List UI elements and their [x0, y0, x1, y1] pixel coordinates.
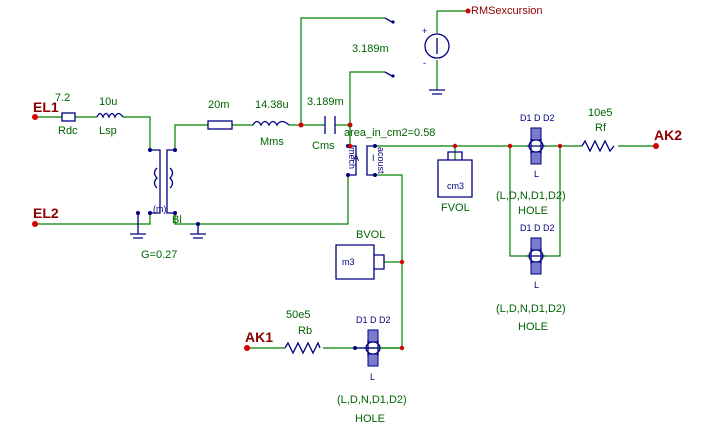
port-ak2-label: AK2	[654, 127, 682, 143]
rms-label: RMSexcursion	[471, 5, 543, 17]
hole-mid-name: HOLE	[518, 321, 548, 333]
node-dot	[399, 345, 405, 351]
resistor-rdc[interactable]: 7.2 Rdc	[55, 92, 78, 137]
inductor-mms[interactable]: 14.38u Mms	[252, 99, 290, 148]
bvol-unit: m3	[342, 257, 355, 267]
mms-value1: 20m	[208, 99, 229, 111]
lsp-value: 10u	[99, 96, 117, 108]
mms-value2: 14.38u	[255, 99, 289, 111]
source-plus: +	[422, 26, 427, 36]
hole-top-params: (L,D,N,D1,D2)	[496, 190, 566, 202]
node-dot	[452, 143, 458, 149]
hole-top-name: HOLE	[518, 205, 548, 217]
node-dot	[507, 143, 513, 149]
hole-bottom-pins: D1 D D2	[356, 315, 391, 325]
hole-bottom-params: (L,D,N,D1,D2)	[337, 394, 407, 406]
resistor-rf[interactable]: 10e5 Rf	[581, 107, 615, 153]
hole-element-bottom[interactable]: D1 D D2 L (L,D,N,D1,D2) HOLE	[337, 315, 407, 425]
lsp-name: Lsp	[99, 125, 117, 137]
voltage-source-rms[interactable]: + - RMSexcursion	[422, 5, 543, 95]
node-dot	[298, 122, 304, 128]
hole-top-l: L	[534, 169, 539, 179]
rb-value: 50e5	[286, 309, 310, 321]
transformer-bl[interactable]: (m) Bl G=0.27	[141, 148, 182, 261]
hole-element-top[interactable]: D1 D D2 L (L,D,N,D1,D2) HOLE	[496, 113, 566, 217]
node-dot	[399, 259, 405, 265]
port-ak1[interactable]: AK1	[244, 329, 273, 351]
area-acoust: acoust	[376, 147, 386, 174]
area-label: area_in_cm2=0.58	[344, 127, 435, 139]
port-ak2[interactable]: AK2	[653, 127, 682, 149]
hole-mid-pins: D1 D D2	[520, 223, 555, 233]
rb-name: Rb	[298, 325, 312, 337]
hole-top-pins: D1 D D2	[520, 113, 555, 123]
port-el2[interactable]: EL2	[32, 205, 59, 227]
rdc-value: 7.2	[55, 92, 70, 104]
node-dot	[557, 143, 563, 149]
inductor-lsp[interactable]: 10u Lsp	[96, 96, 124, 137]
fvol-name: FVOL	[441, 202, 470, 214]
port-el1[interactable]: EL1	[32, 99, 59, 120]
volume-bvol[interactable]: m3 BVOL	[335, 229, 385, 280]
source-minus: -	[423, 58, 426, 68]
bl-gain: G=0.27	[141, 249, 177, 261]
bl-unit: (m)	[153, 204, 167, 214]
probe-cms-value: 3.189m	[352, 43, 389, 55]
rf-value: 10e5	[588, 107, 612, 119]
volume-fvol[interactable]: cm3 FVOL	[437, 151, 473, 214]
hole-bottom-l: L	[370, 372, 375, 382]
hole-mid-params: (L,D,N,D1,D2)	[496, 303, 566, 315]
ground-symbol	[130, 211, 206, 239]
rf-name: Rf	[595, 122, 607, 134]
hole-mid-l: L	[534, 280, 539, 290]
bvol-name: BVOL	[356, 229, 385, 241]
capacitor-cms[interactable]: 3.189m Cms	[307, 96, 344, 152]
node-dot	[347, 143, 353, 149]
probe-top[interactable]	[384, 17, 395, 24]
hole-bottom-name: HOLE	[355, 413, 385, 425]
area-arrow-right: I	[372, 153, 375, 163]
resistor-rb[interactable]: 50e5 Rb	[284, 309, 321, 355]
mms-name: Mms	[260, 136, 284, 148]
hole-element-middle[interactable]: D1 D D2 L (L,D,N,D1,D2) HOLE	[496, 223, 566, 333]
transformer-area[interactable]: area_in_cm2=0.58 mech acoust A I	[344, 127, 435, 177]
rdc-name: Rdc	[58, 125, 78, 137]
port-el2-label: EL2	[33, 205, 59, 221]
resistor-mms[interactable]: 20m	[207, 99, 233, 130]
bl-name: Bl	[172, 214, 182, 226]
area-mech: mech	[347, 147, 357, 169]
port-el1-label: EL1	[33, 99, 59, 115]
wires	[35, 10, 656, 349]
cms-value: 3.189m	[307, 96, 344, 108]
probe-cms[interactable]: 3.189m	[352, 43, 395, 78]
fvol-unit: cm3	[447, 181, 464, 191]
cms-name: Cms	[312, 140, 335, 152]
port-ak1-label: AK1	[245, 329, 273, 345]
area-arrow-left: A	[353, 153, 359, 163]
